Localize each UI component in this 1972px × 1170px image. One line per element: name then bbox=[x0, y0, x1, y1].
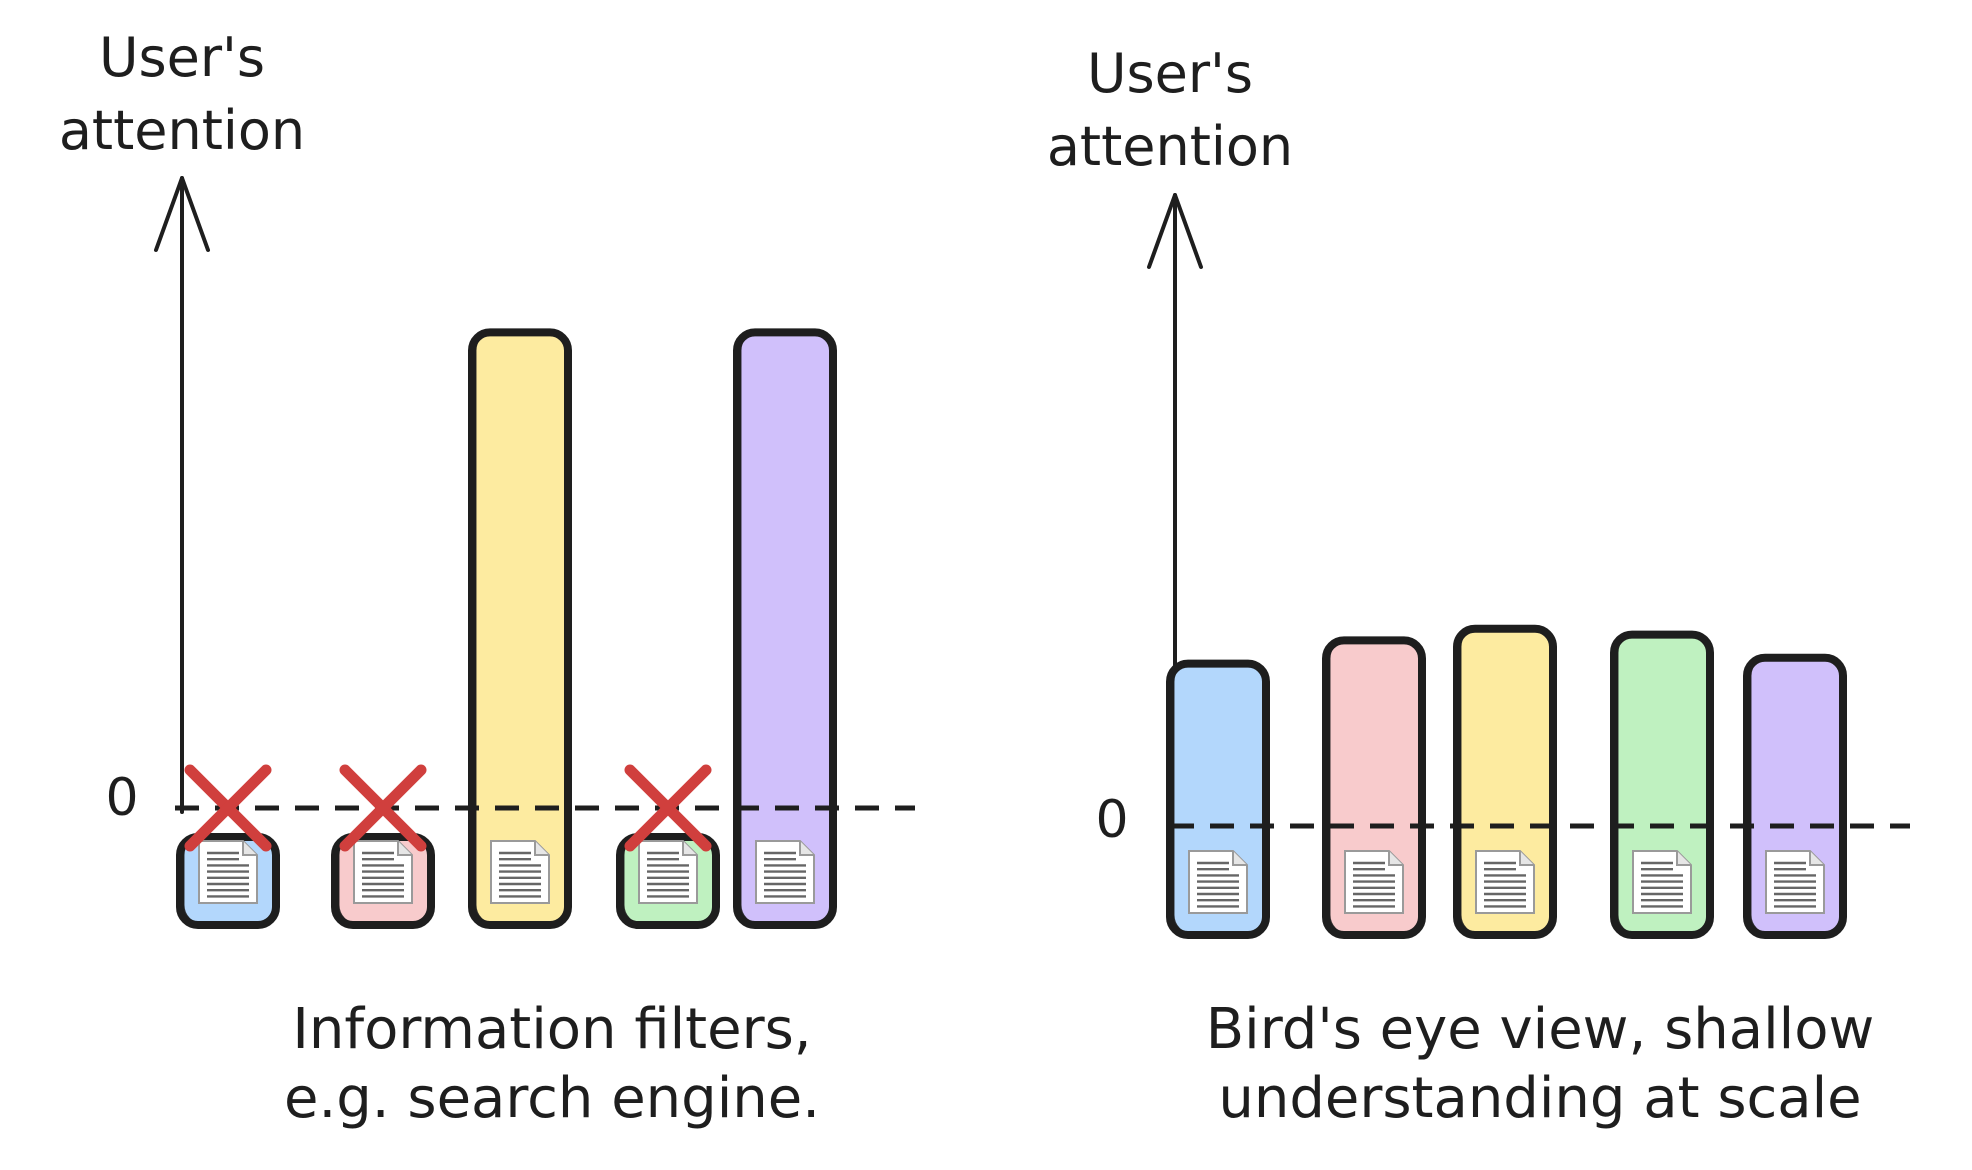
bars-group bbox=[1166, 624, 1847, 940]
cross-mark-icon bbox=[339, 764, 427, 852]
caption-line-2: understanding at scale bbox=[1218, 1066, 1861, 1131]
document-icon bbox=[198, 840, 258, 904]
document-icon bbox=[638, 840, 698, 904]
cross-mark-icon bbox=[184, 764, 272, 852]
bar-outline bbox=[336, 833, 431, 927]
bar bbox=[733, 328, 837, 929]
bar-outline bbox=[1615, 631, 1710, 937]
crosses-group bbox=[184, 764, 712, 852]
document-icon bbox=[1475, 850, 1535, 914]
document-icon bbox=[1188, 850, 1248, 914]
cross-mark-icon bbox=[624, 764, 712, 852]
y-axis-arrow-icon bbox=[154, 176, 210, 252]
zero-label: 0 bbox=[105, 768, 138, 828]
panel-birds-eye: User's attention 0 Bird's eye view, shal… bbox=[1047, 42, 1910, 1131]
y-axis-label-line-2: attention bbox=[1047, 115, 1293, 178]
caption-line-1: Bird's eye view, shallow bbox=[1206, 997, 1875, 1062]
bar-outline bbox=[181, 833, 276, 927]
document-icon bbox=[490, 840, 550, 904]
document-icon bbox=[353, 840, 413, 904]
document-icon bbox=[1765, 850, 1825, 914]
y-axis-label-line-1: User's bbox=[1087, 42, 1253, 105]
bar-outline bbox=[1327, 636, 1422, 937]
bar-outline bbox=[473, 328, 568, 927]
zero-label: 0 bbox=[1095, 790, 1128, 850]
bars-group bbox=[176, 328, 837, 929]
document-icon bbox=[1632, 850, 1692, 914]
y-axis-label-line-1: User's bbox=[99, 26, 265, 89]
document-icon bbox=[1344, 850, 1404, 914]
bar-outline bbox=[1171, 660, 1266, 937]
bar-outline bbox=[1458, 625, 1553, 937]
panel-filters: User's attention 0 Information filters, … bbox=[59, 26, 915, 1131]
document-icon bbox=[755, 840, 815, 904]
y-axis-label-line-2: attention bbox=[59, 99, 305, 162]
y-axis-arrow-icon bbox=[1147, 193, 1203, 269]
bar-outline bbox=[1748, 654, 1843, 937]
bar-outline bbox=[738, 328, 833, 927]
bar-outline bbox=[621, 833, 716, 927]
bar bbox=[468, 328, 572, 929]
caption-line-1: Information filters, bbox=[292, 997, 811, 1062]
caption-line-2: e.g. search engine. bbox=[284, 1066, 820, 1131]
